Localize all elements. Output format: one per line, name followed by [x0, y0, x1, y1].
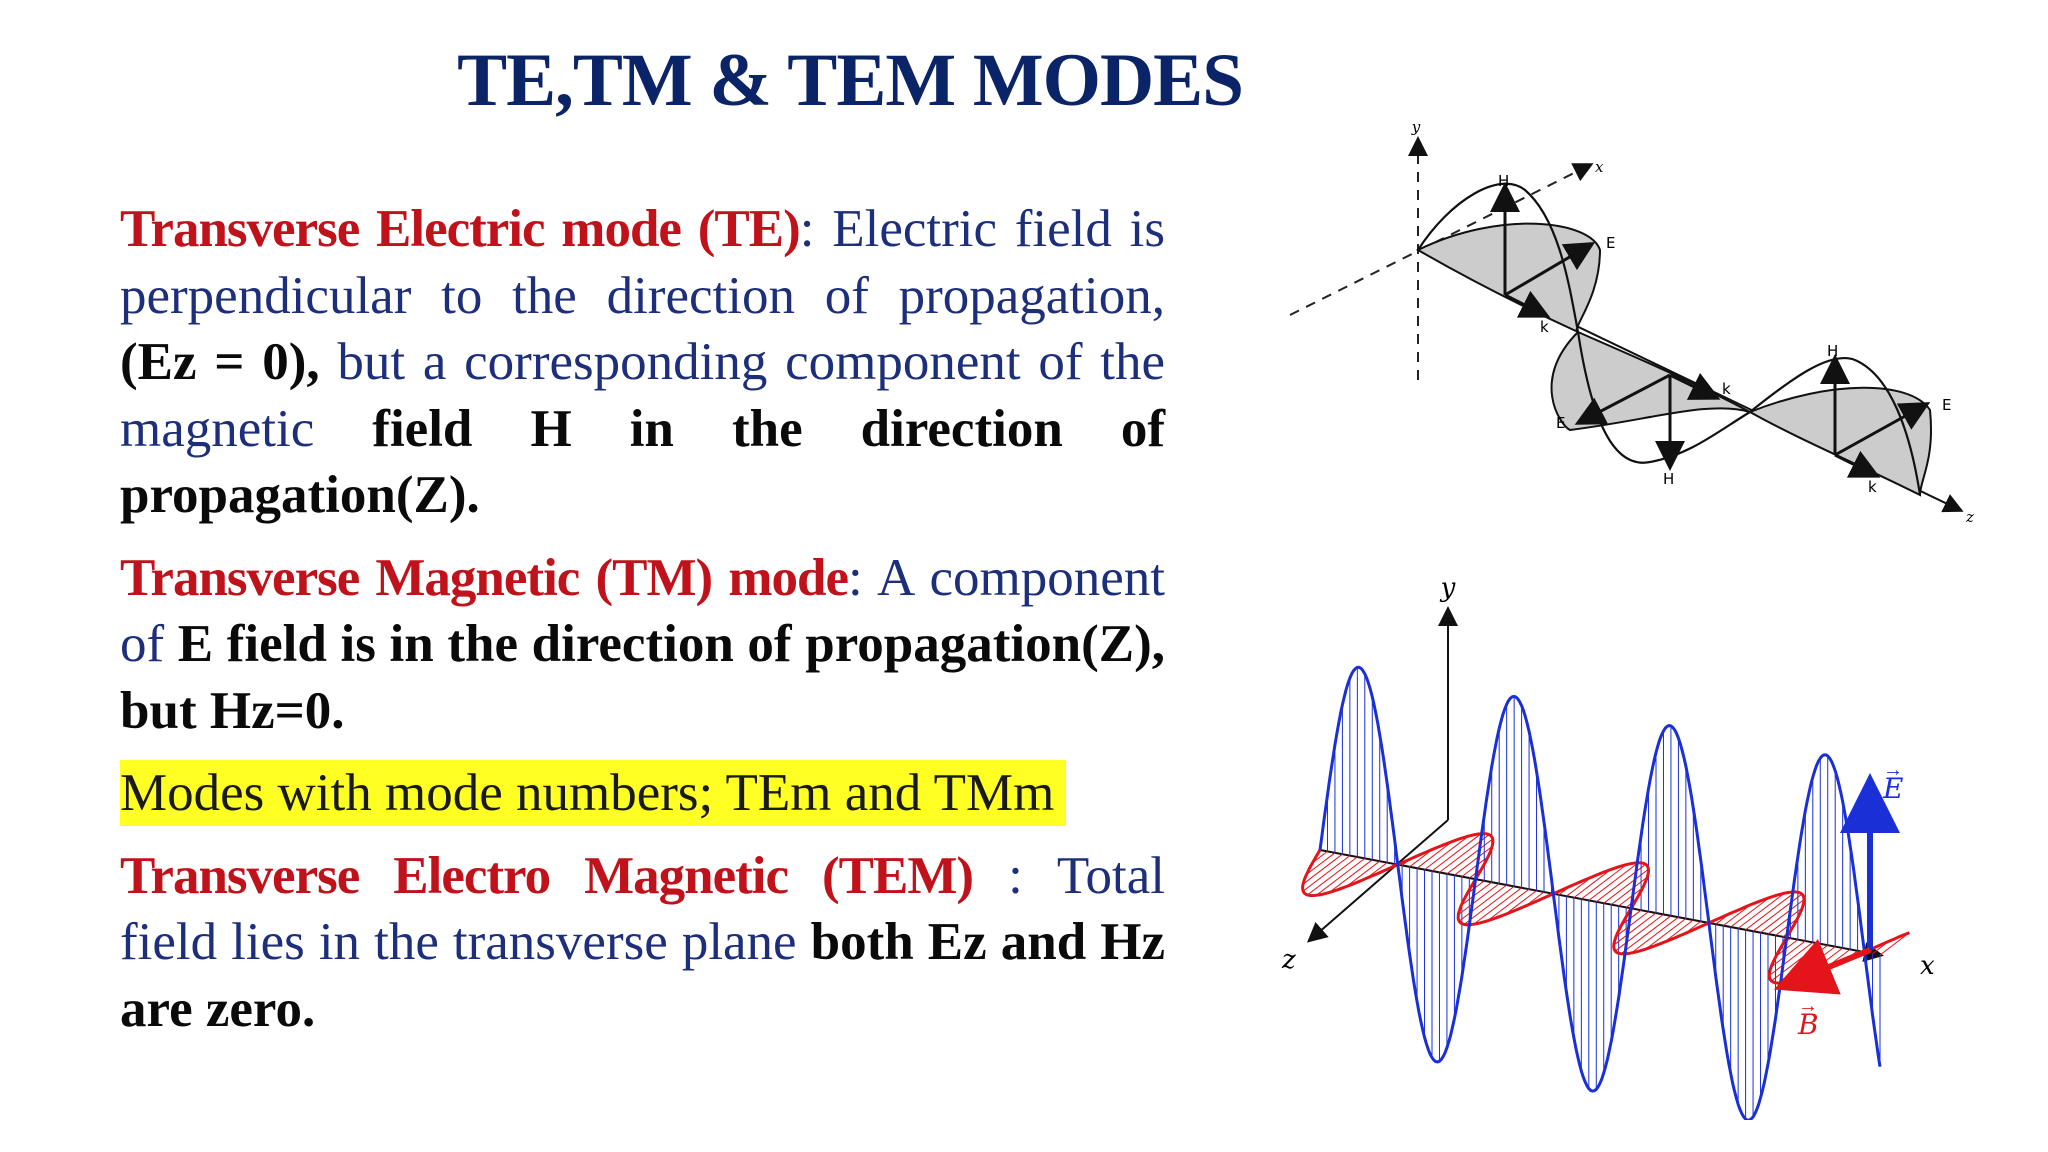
b-field-hatch	[1302, 855, 1351, 892]
b-field-hatch	[1879, 932, 1910, 956]
text-column: Transverse Electric mode (TE): Electric …	[120, 196, 1165, 1058]
tem-text-1: : Total field lies in the transverse pla…	[120, 846, 1165, 972]
b-field-hatch	[1461, 856, 1489, 877]
fig1-y-label: y	[1411, 118, 1421, 136]
fig1-x-label: x	[1595, 158, 1604, 176]
tem-paragraph: Transverse Electro Magnetic (TEM) : Tota…	[120, 843, 1165, 1043]
b-field-hatch	[1614, 914, 1664, 952]
b-field-hatch	[1454, 846, 1493, 876]
b-field-hatch	[1645, 918, 1687, 950]
fig1-k3-label: k	[1868, 478, 1877, 496]
tm-paragraph: Transverse Magnetic (TM) mode: A compone…	[120, 545, 1165, 745]
tm-bold-1: E field is in the direction of propagati…	[120, 615, 1165, 740]
tm-heading: Transverse Magnetic (TM) mode	[120, 548, 849, 607]
e-field-label: E	[1882, 772, 1903, 805]
fig1-e3-label: E	[1942, 396, 1951, 414]
b-field-hatch	[1473, 887, 1522, 925]
fig2-y-label: y	[1440, 573, 1456, 603]
b-field-hatch	[1424, 835, 1469, 870]
te-heading: Transverse Electric mode (TE)	[120, 200, 801, 258]
b-field-hatch	[1730, 897, 1770, 928]
em-wave-diagram-bottom: y z x E B → →	[1260, 560, 1980, 1120]
b-field-hatch	[1458, 884, 1507, 922]
wave-group	[1301, 665, 1910, 1120]
b-field-hatch	[1620, 915, 1672, 955]
te-text-2: but a corresponding component of the mag…	[120, 333, 1166, 458]
e-lobe-1	[1415, 222, 1602, 333]
b-field-hatch	[1307, 856, 1358, 896]
b-field-hatch	[1504, 890, 1537, 915]
b-field-hatch	[1431, 833, 1482, 872]
b-field-wave	[1301, 832, 1910, 985]
h-lobe-2	[1576, 331, 1751, 464]
b-field-hatch	[1588, 862, 1639, 901]
b-field-hatch	[1463, 886, 1515, 925]
te-text-1: : Electric field is perpendicular to the…	[120, 200, 1165, 325]
fig1-h2-label: H	[1663, 470, 1674, 488]
te-bold-1: (Ez = 0),	[120, 333, 320, 391]
b-field-hatch	[1346, 860, 1381, 887]
b-field-hatch	[1446, 838, 1493, 875]
b-field-hatch	[1461, 881, 1493, 906]
em-wave-diagram-bottom-svg: y z x E B → →	[1281, 573, 1935, 1120]
h-lobe-1	[1417, 182, 1580, 333]
e-vector-2	[1574, 373, 1671, 425]
fig2-z-label: z	[1281, 945, 1296, 975]
b-field-label: B	[1797, 1008, 1819, 1041]
mode-numbers-highlight: Modes with mode numbers; TEm and TMm	[120, 760, 1067, 826]
b-field-hatch	[1302, 853, 1343, 885]
fig1-k1-label: k	[1540, 318, 1549, 336]
e-field-wave	[1318, 665, 1882, 1120]
fig1-e1-label: E	[1606, 234, 1615, 252]
b-field-hatch	[1752, 893, 1803, 932]
tem-heading: Transverse Electro Magnetic (TEM)	[120, 846, 974, 905]
b-field-hatch	[1315, 858, 1366, 896]
e-vector-1	[1504, 241, 1596, 297]
e-vector-3	[1834, 402, 1931, 457]
b-field-hatch	[1329, 859, 1373, 893]
b-field-hatch	[1630, 916, 1679, 954]
b-field-hatch	[1416, 841, 1453, 869]
te-bold-2: field H in the direction of propagation(…	[120, 399, 1165, 525]
em-wave-diagram-top: y x z H E k E H k H E k	[1270, 110, 1990, 540]
b-vector-hat: →	[1798, 995, 1818, 1017]
b-field-hatch	[1613, 912, 1657, 946]
b-field-hatch	[1745, 891, 1796, 931]
te-paragraph: Transverse Electric mode (TE): Electric …	[120, 196, 1165, 529]
e-vector-hat: →	[1883, 759, 1903, 781]
k-vector-1	[1504, 290, 1551, 318]
b-field-hatch	[1722, 904, 1751, 926]
k-vector-3	[1834, 450, 1881, 478]
fig2-z-axis	[1306, 819, 1449, 943]
b-field-hatch	[1775, 918, 1798, 936]
b-field-hatch	[1487, 888, 1530, 922]
e-lobe-3	[1747, 386, 1932, 497]
b-field-hatch	[1615, 911, 1649, 937]
b-field-hatch	[1737, 892, 1785, 929]
b-field-hatch	[1663, 919, 1694, 943]
tm-text-1: : A component of	[120, 548, 1165, 674]
fig1-e2-label: E	[1556, 414, 1565, 432]
h-lobe-3	[1749, 357, 1922, 496]
fig1-h3-label: H	[1827, 342, 1838, 360]
b-field-hatch	[1760, 899, 1805, 933]
tem-bold-1: both Ez and Hz are zero.	[120, 913, 1165, 1038]
b-field-hatch	[1573, 869, 1612, 898]
highlight-line: Modes with mode numbers; TEm and TMm	[120, 760, 1165, 827]
em-wave-diagram-top-svg: y x z H E k E H k H E k	[1289, 118, 1974, 526]
fig2-x-label: x	[1920, 951, 1935, 981]
fig1-h1-label: H	[1498, 172, 1509, 190]
b-field-arrow	[1773, 938, 1872, 995]
b-field-hatch	[1767, 907, 1803, 935]
b-field-hatch	[1603, 868, 1649, 904]
fig1-k2-label: k	[1722, 380, 1731, 398]
b-field-hatch	[1458, 883, 1500, 916]
b-field-hatch	[1618, 887, 1644, 907]
fig1-z-label: z	[1965, 508, 1974, 526]
b-field-hatch	[1581, 864, 1627, 900]
b-field-hatch	[1306, 852, 1336, 875]
k-vector-2	[1669, 372, 1721, 400]
slide-title: TE,TM & TEM MODES	[457, 39, 1244, 122]
